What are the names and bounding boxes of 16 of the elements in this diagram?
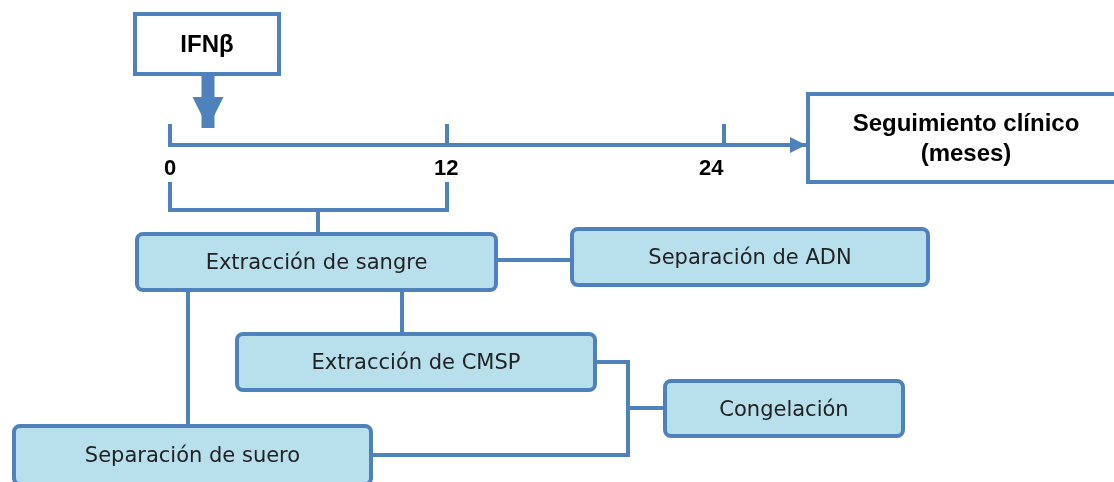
tick-label: 12 [434, 155, 459, 181]
process-box: IFNβ [133, 12, 281, 76]
process-box: Extracción de sangre [135, 232, 498, 292]
process-box: Congelación [663, 379, 905, 438]
connector-line [498, 258, 570, 262]
arrow [192, 76, 224, 128]
connector-line [400, 292, 404, 332]
connector-line [373, 406, 663, 457]
process-box: Extracción de CMSP [235, 332, 597, 392]
timeline-arrow [170, 137, 806, 153]
tick-label: 0 [164, 155, 177, 181]
process-box: Seguimiento clínico (meses) [806, 92, 1114, 184]
process-box: Separación de suero [12, 424, 373, 482]
process-box: Separación de ADN [570, 227, 930, 287]
connector-line [186, 292, 190, 424]
tick-label: 24 [699, 155, 724, 181]
